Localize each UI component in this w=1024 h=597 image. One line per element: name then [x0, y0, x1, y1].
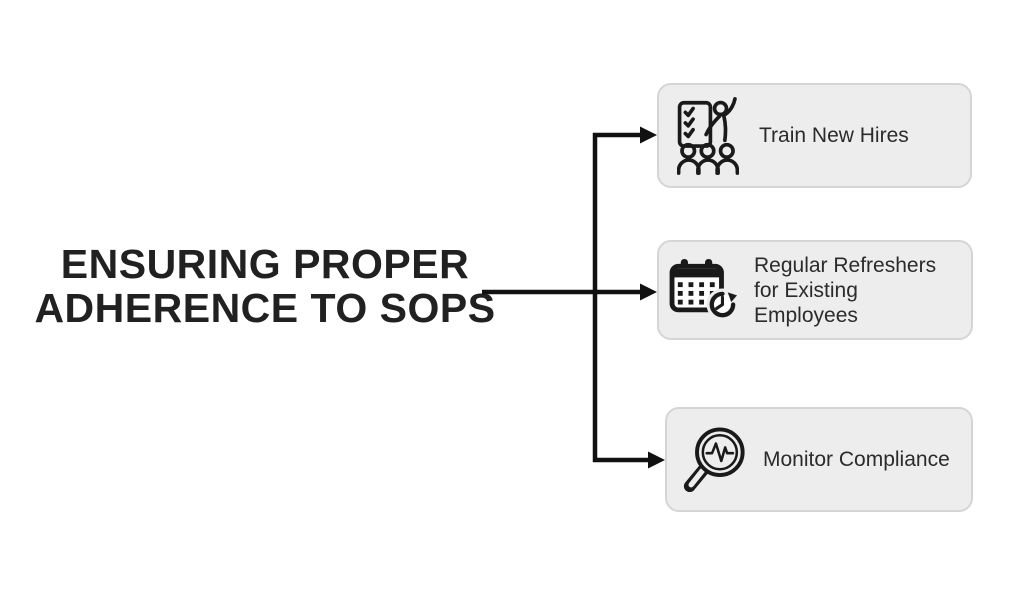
- arrowhead-bottom-icon: [648, 451, 665, 469]
- node-label: Monitor Compliance: [763, 448, 950, 471]
- diagram-title: ENSURING PROPER ADHERENCE TO SOPS: [30, 242, 500, 330]
- magnifier-pulse-icon: [680, 425, 748, 495]
- title-line-2: ADHERENCE TO SOPS: [34, 285, 496, 331]
- node-label: Train New Hires: [759, 124, 909, 147]
- arrowhead-middle-icon: [640, 283, 657, 301]
- node-label: Regular Refreshers for Existing Employee…: [754, 253, 937, 327]
- arrowhead-top-icon: [640, 126, 657, 144]
- node-monitor-compliance: Monitor Compliance: [665, 407, 973, 512]
- title-line-1: ENSURING PROPER: [60, 241, 470, 287]
- calendar-recurring-clock-icon: [669, 258, 741, 322]
- node-train-new-hires: Train New Hires: [657, 83, 972, 188]
- node-regular-refreshers: Regular Refreshers for Existing Employee…: [657, 240, 973, 340]
- training-presentation-icon: [677, 96, 739, 175]
